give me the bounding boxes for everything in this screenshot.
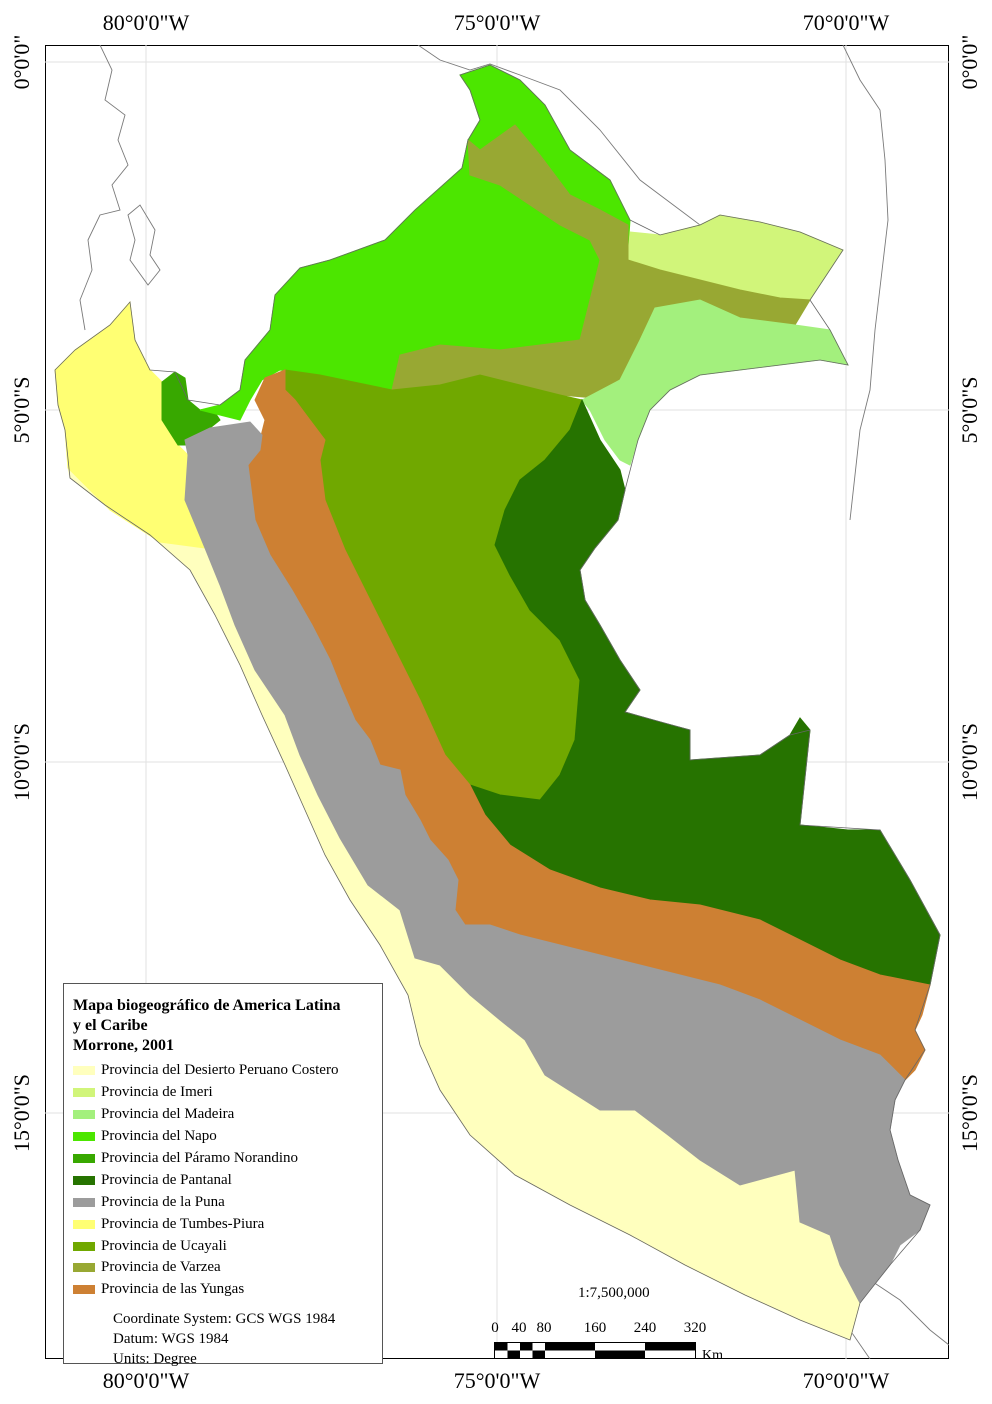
legend-swatch bbox=[73, 1197, 95, 1207]
bottom-tick-80w: 80°0'0"W bbox=[102, 1368, 190, 1393]
legend-item-label: Provincia de Pantanal bbox=[101, 1171, 232, 1188]
legend-swatch bbox=[73, 1263, 95, 1273]
legend-item: Provincia de las Yungas bbox=[73, 1279, 372, 1301]
units-text: Units: Degree bbox=[113, 1350, 197, 1367]
scale-label-160: 160 bbox=[583, 1320, 607, 1336]
scale-label-80: 80 bbox=[536, 1320, 552, 1336]
legend-swatch bbox=[73, 1154, 95, 1163]
legend-title-line-3: Morrone, 2001 bbox=[73, 1037, 175, 1054]
legend-item-label: Provincia del Desierto Peruano Costero bbox=[101, 1062, 339, 1079]
bottom-tick-70w: 70°0'0"W bbox=[802, 1368, 890, 1393]
right-tick-10s: 10°0'0"S bbox=[957, 723, 982, 801]
legend-item: Provincia de Varzea bbox=[73, 1257, 372, 1279]
legend-item: Provincia de Tumbes-Piura bbox=[73, 1213, 372, 1235]
legend-title-line-1: Mapa biogeográfico de America Latina bbox=[73, 997, 341, 1014]
right-tick-15s: 15°0'0"S bbox=[957, 1074, 982, 1152]
legend-item-label: Provincia del Napo bbox=[101, 1128, 217, 1145]
legend-footer: Coordinate System: GCS WGS 1984 Datum: W… bbox=[73, 1309, 372, 1369]
legend-item-label: Provincia del Madeira bbox=[101, 1106, 235, 1123]
legend-swatch bbox=[73, 1175, 95, 1185]
legend-items: Provincia del Desierto Peruano Costero P… bbox=[73, 1060, 372, 1301]
legend-item-label: Provincia del Páramo Norandino bbox=[101, 1150, 299, 1166]
legend-item-label: Provincia de Varzea bbox=[101, 1259, 221, 1276]
scale-label-320: 320 bbox=[683, 1320, 707, 1336]
scale-bar bbox=[494, 1342, 696, 1359]
scale-unit: Km bbox=[702, 1348, 723, 1363]
legend-swatch bbox=[73, 1285, 95, 1295]
scale-label-0: 0 bbox=[491, 1320, 499, 1336]
legend-item-label: Provincia de las Yungas bbox=[101, 1281, 245, 1298]
scale-ratio: 1:7,500,000 bbox=[578, 1285, 650, 1301]
coordinate-system-text: Coordinate System: GCS WGS 1984 bbox=[113, 1310, 336, 1327]
right-tick-5s: 5°0'0"S bbox=[957, 376, 982, 444]
left-tick-5s: 5°0'0"S bbox=[9, 376, 34, 444]
legend-title-line-2: y el Caribe bbox=[73, 1017, 148, 1034]
top-tick-75w: 75°0'0"W bbox=[453, 10, 541, 35]
top-tick-70w: 70°0'0"W bbox=[802, 10, 890, 35]
legend-item: Provincia de Ucayali bbox=[73, 1235, 372, 1257]
bottom-tick-75w: 75°0'0"W bbox=[453, 1368, 541, 1393]
right-tick-0: 0°0'0" bbox=[957, 34, 982, 90]
legend-item: Provincia del Páramo Norandino bbox=[73, 1148, 372, 1170]
legend-item-label: Provincia de Imeri bbox=[101, 1084, 213, 1101]
map-canvas bbox=[45, 45, 949, 1359]
left-tick-10s: 10°0'0"S bbox=[9, 723, 34, 801]
left-tick-0: 0°0'0" bbox=[9, 34, 34, 90]
legend-item: Provincia del Madeira bbox=[73, 1104, 372, 1126]
legend-item: Provincia del Napo bbox=[73, 1126, 372, 1148]
legend-item: Provincia de Pantanal bbox=[73, 1169, 372, 1191]
legend-swatch bbox=[73, 1241, 95, 1251]
legend-item-label: Provincia de la Puna bbox=[101, 1193, 225, 1210]
legend-swatch bbox=[73, 1110, 95, 1120]
legend-swatch bbox=[73, 1066, 95, 1076]
scale-label-240: 240 bbox=[633, 1320, 657, 1336]
legend-swatch bbox=[73, 1132, 95, 1142]
legend-swatch bbox=[73, 1219, 95, 1229]
legend-item: Provincia de la Puna bbox=[73, 1191, 372, 1213]
legend-item-label: Provincia de Tumbes-Piura bbox=[101, 1215, 265, 1232]
datum-text: Datum: WGS 1984 bbox=[113, 1330, 229, 1347]
legend-item: Provincia de Imeri bbox=[73, 1082, 372, 1104]
legend-swatch bbox=[73, 1088, 95, 1098]
left-tick-15s: 15°0'0"S bbox=[9, 1074, 34, 1152]
country-outline bbox=[54, 64, 941, 1341]
scale-label-40: 40 bbox=[511, 1320, 527, 1336]
legend-item: Provincia del Desierto Peruano Costero bbox=[73, 1060, 372, 1082]
top-tick-80w: 80°0'0"W bbox=[102, 10, 190, 35]
legend-box: Mapa biogeográfico de America Latina y e… bbox=[63, 983, 383, 1367]
legend-item-label: Provincia de Ucayali bbox=[101, 1237, 227, 1254]
